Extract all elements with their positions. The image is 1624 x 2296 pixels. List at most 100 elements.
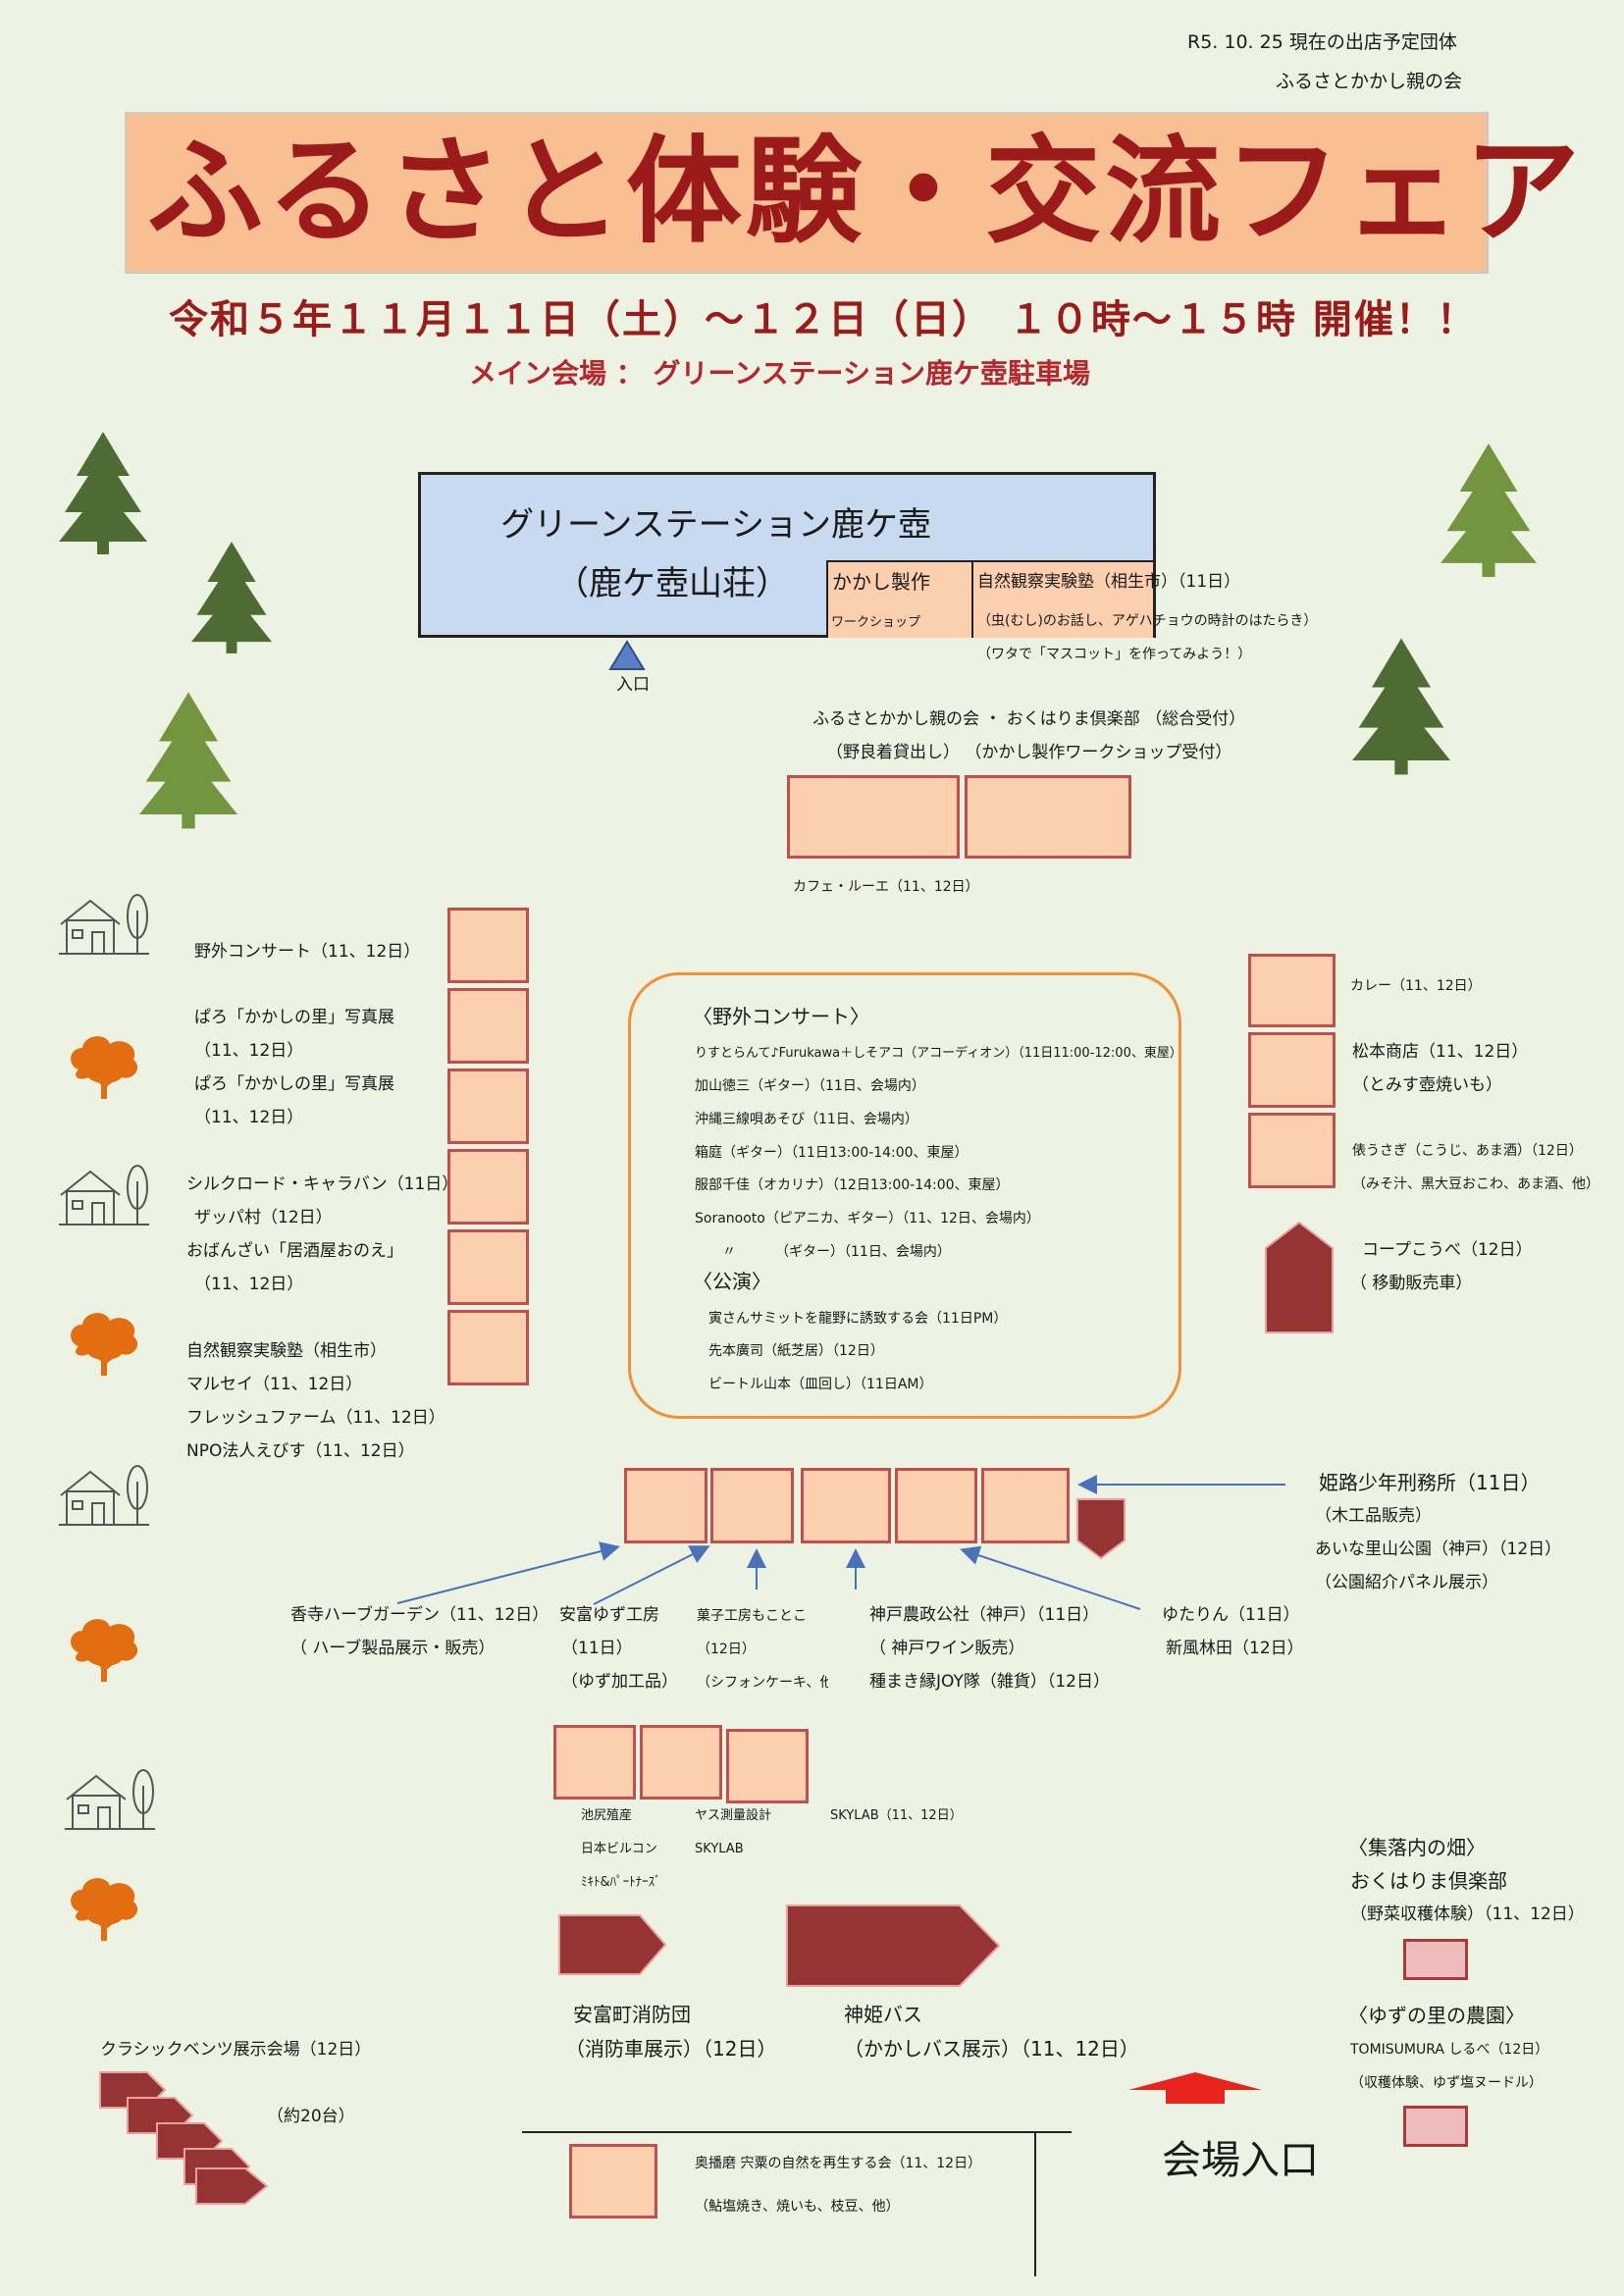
mobile-sales-truck <box>1265 1221 1334 1333</box>
farm-heading: 〈集落内の畑〉 <box>1348 1836 1486 1859</box>
lower-label: ヤス測量設計 <box>695 1808 772 1823</box>
reception-booth <box>787 775 960 859</box>
concert-item: 沖縄三線唄あそび（11日、会場内） <box>695 1112 918 1127</box>
booth <box>710 1468 794 1543</box>
booth <box>624 1468 707 1543</box>
page-title: ふるさと体験・交流フェア <box>147 124 1585 259</box>
left-label: シルクロード・キャラバン（11日） <box>186 1174 459 1194</box>
house-icon <box>59 894 149 955</box>
booth <box>1248 1113 1336 1188</box>
right-label: （とみす壺焼いも） <box>1352 1075 1502 1095</box>
middle-label: 種まき縁JOY隊（雑貨）（12日） <box>869 1672 1110 1692</box>
farm-label: おくはりま倶楽部 <box>1350 1869 1507 1893</box>
left-label: （11、12日） <box>194 1041 304 1061</box>
right-label: （みそ汁、黒大豆おこわ、あま酒、他） <box>1352 1176 1599 1192</box>
aina-label: あいな里山公園（神戸）（12日） <box>1315 1539 1562 1559</box>
orange-tree-icon <box>71 1036 138 1099</box>
orange-tree-icon <box>71 1313 138 1376</box>
nature-desc1: （虫(むし)のお話し、アゲハチョウの時計のはたらき） <box>977 613 1318 629</box>
nature-workshop-area <box>973 560 1153 638</box>
booth <box>895 1468 977 1543</box>
orange-tree-icon <box>71 1878 138 1941</box>
arrow-up-icon <box>1128 2072 1262 2104</box>
fire-label: 安富町消防団 <box>573 2003 691 2026</box>
farm-heading: 〈ゆずの里の農園〉 <box>1348 2004 1525 2027</box>
main-venue: メイン会場 ： グリーンステーション鹿ケ壺駐車場 <box>469 357 1090 390</box>
concert-item: 加山徳三（ギター）（11日、会場内） <box>695 1078 925 1094</box>
bus-label: 神姫バス <box>844 2003 922 2026</box>
lower-label: SKYLAB（11、12日） <box>830 1808 963 1823</box>
booth <box>1248 954 1336 1027</box>
middle-label: （ゆず加工品） <box>561 1672 678 1692</box>
lower-label: ﾐｷﾄ&ﾊﾟｰﾄﾅｰｽﾞ <box>581 1875 661 1890</box>
nature-desc2: （ワタで「マスコット」を作ってみよう！） <box>977 647 1252 662</box>
booth <box>447 988 529 1064</box>
middle-label: 神戸農政公社（神戸）（11日） <box>869 1605 1100 1625</box>
classic-label: クラシックベンツ展示会場（12日） <box>100 2040 372 2060</box>
concert-item: 〃 <box>722 1244 736 1260</box>
tree-icon <box>1441 443 1537 578</box>
orange-tree-icon <box>71 1619 138 1682</box>
left-label: 自然観察実験塾（相生市） <box>186 1341 387 1361</box>
tree-icon <box>191 542 272 653</box>
fire-truck <box>558 1914 667 1975</box>
bus-desc: （かかしバス展示）（11、12日） <box>844 2037 1139 2061</box>
classic-count: （約20台） <box>267 2107 355 2126</box>
divider <box>522 2131 1072 2133</box>
left-label: （11、12日） <box>194 1108 304 1127</box>
booth <box>447 1069 529 1144</box>
middle-label: （シフォンケーキ、他） <box>697 1675 828 1691</box>
date-note: R5. 10. 25 現在の出店予定団体 <box>1187 31 1457 53</box>
booth <box>801 1468 891 1543</box>
right-label: コープこうべ（12日） <box>1362 1240 1533 1260</box>
left-label: マルセイ（11、12日） <box>186 1375 363 1394</box>
tree-icon <box>139 692 237 829</box>
house-icon <box>59 1465 149 1526</box>
right-label: （ 移動販売車） <box>1350 1274 1473 1293</box>
middle-label: （ 神戸ワイン販売） <box>869 1639 1025 1658</box>
building-name: グリーンステーション鹿ケ壺 <box>500 505 931 545</box>
booth <box>553 1725 636 1800</box>
middle-label: 香寺ハーブガーデン（11、12日） <box>290 1605 550 1625</box>
entrance-triangle-icon <box>608 640 646 670</box>
farm-marker <box>1403 2106 1468 2147</box>
left-label: ぱろ「かかしの里」写真展 <box>194 1008 394 1027</box>
lower-label: 日本ビルコン <box>581 1842 657 1856</box>
lower-label: 池尻殖産 <box>581 1808 633 1823</box>
left-label: ぱろ「かかしの里」写真展 <box>194 1074 394 1094</box>
farm-marker <box>1403 1939 1468 1980</box>
booth <box>981 1468 1070 1543</box>
middle-label: （11日） <box>561 1639 633 1658</box>
middle-label: 菓子工房もことこ <box>697 1608 807 1624</box>
performance-item: 寅さんサミットを龍野に誘致する会（11日PM） <box>708 1311 1008 1327</box>
booth <box>447 1310 529 1385</box>
reception-line1: ふるさとかかし親の会 ・ おくはりま倶楽部 （総合受付） <box>812 709 1246 729</box>
venue-entrance-label: 会場入口 <box>1162 2138 1319 2183</box>
okuh-desc: （鮎塩焼き、焼いも、枝豆、他） <box>695 2199 900 2215</box>
reception-line2: （野良着貸出し） （かかし製作ワークショップ受付） <box>826 743 1232 762</box>
booth <box>447 908 529 983</box>
farm-label: TOMISUMURA しるべ（12日） <box>1350 2042 1549 2058</box>
booth <box>569 2144 657 2218</box>
concert-item: 箱庭（ギター）（11日13:00-14:00、東屋） <box>695 1145 969 1161</box>
lower-label: SKYLAB <box>695 1842 744 1856</box>
right-label: 俵うさぎ（こうじ、あま酒）（12日） <box>1352 1143 1583 1159</box>
organizer: ふるさとかかし親の会 <box>1276 71 1463 92</box>
building-entrance-label: 入口 <box>616 675 650 695</box>
booth <box>447 1229 529 1305</box>
concert-item: Soranooto（ピアニカ、ギター）（11、12日、会場内） <box>695 1211 1040 1226</box>
cafe-label: カフェ・ルーエ（11、12日） <box>793 879 979 895</box>
divider <box>1034 2131 1036 2276</box>
event-dates: 令和５年１１月１１日（土）～１２日（日） １０時～１５時 開催！！ <box>169 297 1478 342</box>
classic-cars <box>99 2071 269 2205</box>
performance-item: ビートル山本（皿回し）（11日AM） <box>708 1377 933 1392</box>
booth <box>447 1149 529 1225</box>
middle-label: 安富ゆず工房 <box>559 1605 659 1625</box>
booth <box>726 1729 809 1803</box>
himeji-desc: （木工品販売） <box>1315 1506 1432 1526</box>
concert-item: りすとらんて♪Furukawa＋しそアコ（アコーディオン）（11日11:00-1… <box>695 1046 1182 1061</box>
nature-title: 自然観察実験塾（相生市）（11日） <box>977 572 1241 592</box>
tree-icon <box>59 432 147 554</box>
kakashi-workshop-area <box>826 560 973 638</box>
